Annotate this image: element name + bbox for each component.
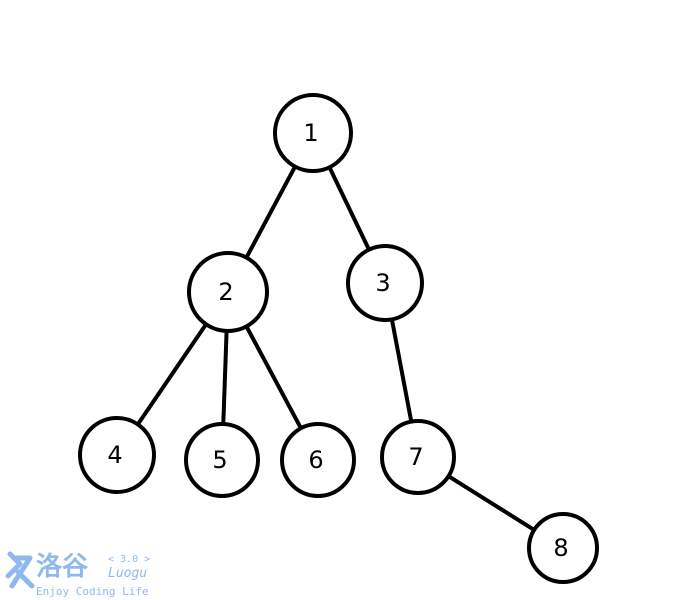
watermark-slogan: Enjoy Coding Life xyxy=(36,585,149,598)
node-circle xyxy=(273,93,353,173)
tree-node-7: 7 xyxy=(380,419,456,495)
tree-node-2: 2 xyxy=(187,251,269,333)
edge-1-2 xyxy=(244,164,298,260)
node-circle xyxy=(380,419,456,495)
edge-1-3 xyxy=(327,165,371,252)
tree-node-5: 5 xyxy=(184,422,260,498)
watermark-version: < 3.0 > xyxy=(108,554,151,565)
node-label: 7 xyxy=(408,443,423,471)
watermark-name-en: Luogu xyxy=(108,566,148,581)
node-circle xyxy=(346,244,424,322)
node-label: 8 xyxy=(553,534,568,562)
node-label: 2 xyxy=(218,278,233,306)
tree-node-8: 8 xyxy=(527,512,599,584)
luogu-logo-icon xyxy=(5,551,35,589)
node-label: 3 xyxy=(375,269,390,297)
node-label: 5 xyxy=(212,446,227,474)
watermark-name-cn: 洛谷 xyxy=(36,552,89,582)
node-circle xyxy=(280,422,356,498)
edge-7-8 xyxy=(446,474,537,532)
edge-2-4 xyxy=(135,322,209,427)
tree-node-3: 3 xyxy=(346,244,424,322)
node-circle xyxy=(184,422,260,498)
node-circle xyxy=(187,251,269,333)
edge-3-7 xyxy=(389,317,414,424)
tree-node-1: 1 xyxy=(273,93,353,173)
tree-node-6: 6 xyxy=(280,422,356,498)
node-label: 6 xyxy=(308,446,323,474)
tree-node-4: 4 xyxy=(78,416,156,494)
edge-2-5 xyxy=(221,328,229,427)
node-circle xyxy=(78,416,156,494)
node-label: 1 xyxy=(303,119,318,147)
node-circle xyxy=(527,512,599,584)
edge-2-6 xyxy=(244,324,304,431)
node-label: 4 xyxy=(107,441,122,469)
